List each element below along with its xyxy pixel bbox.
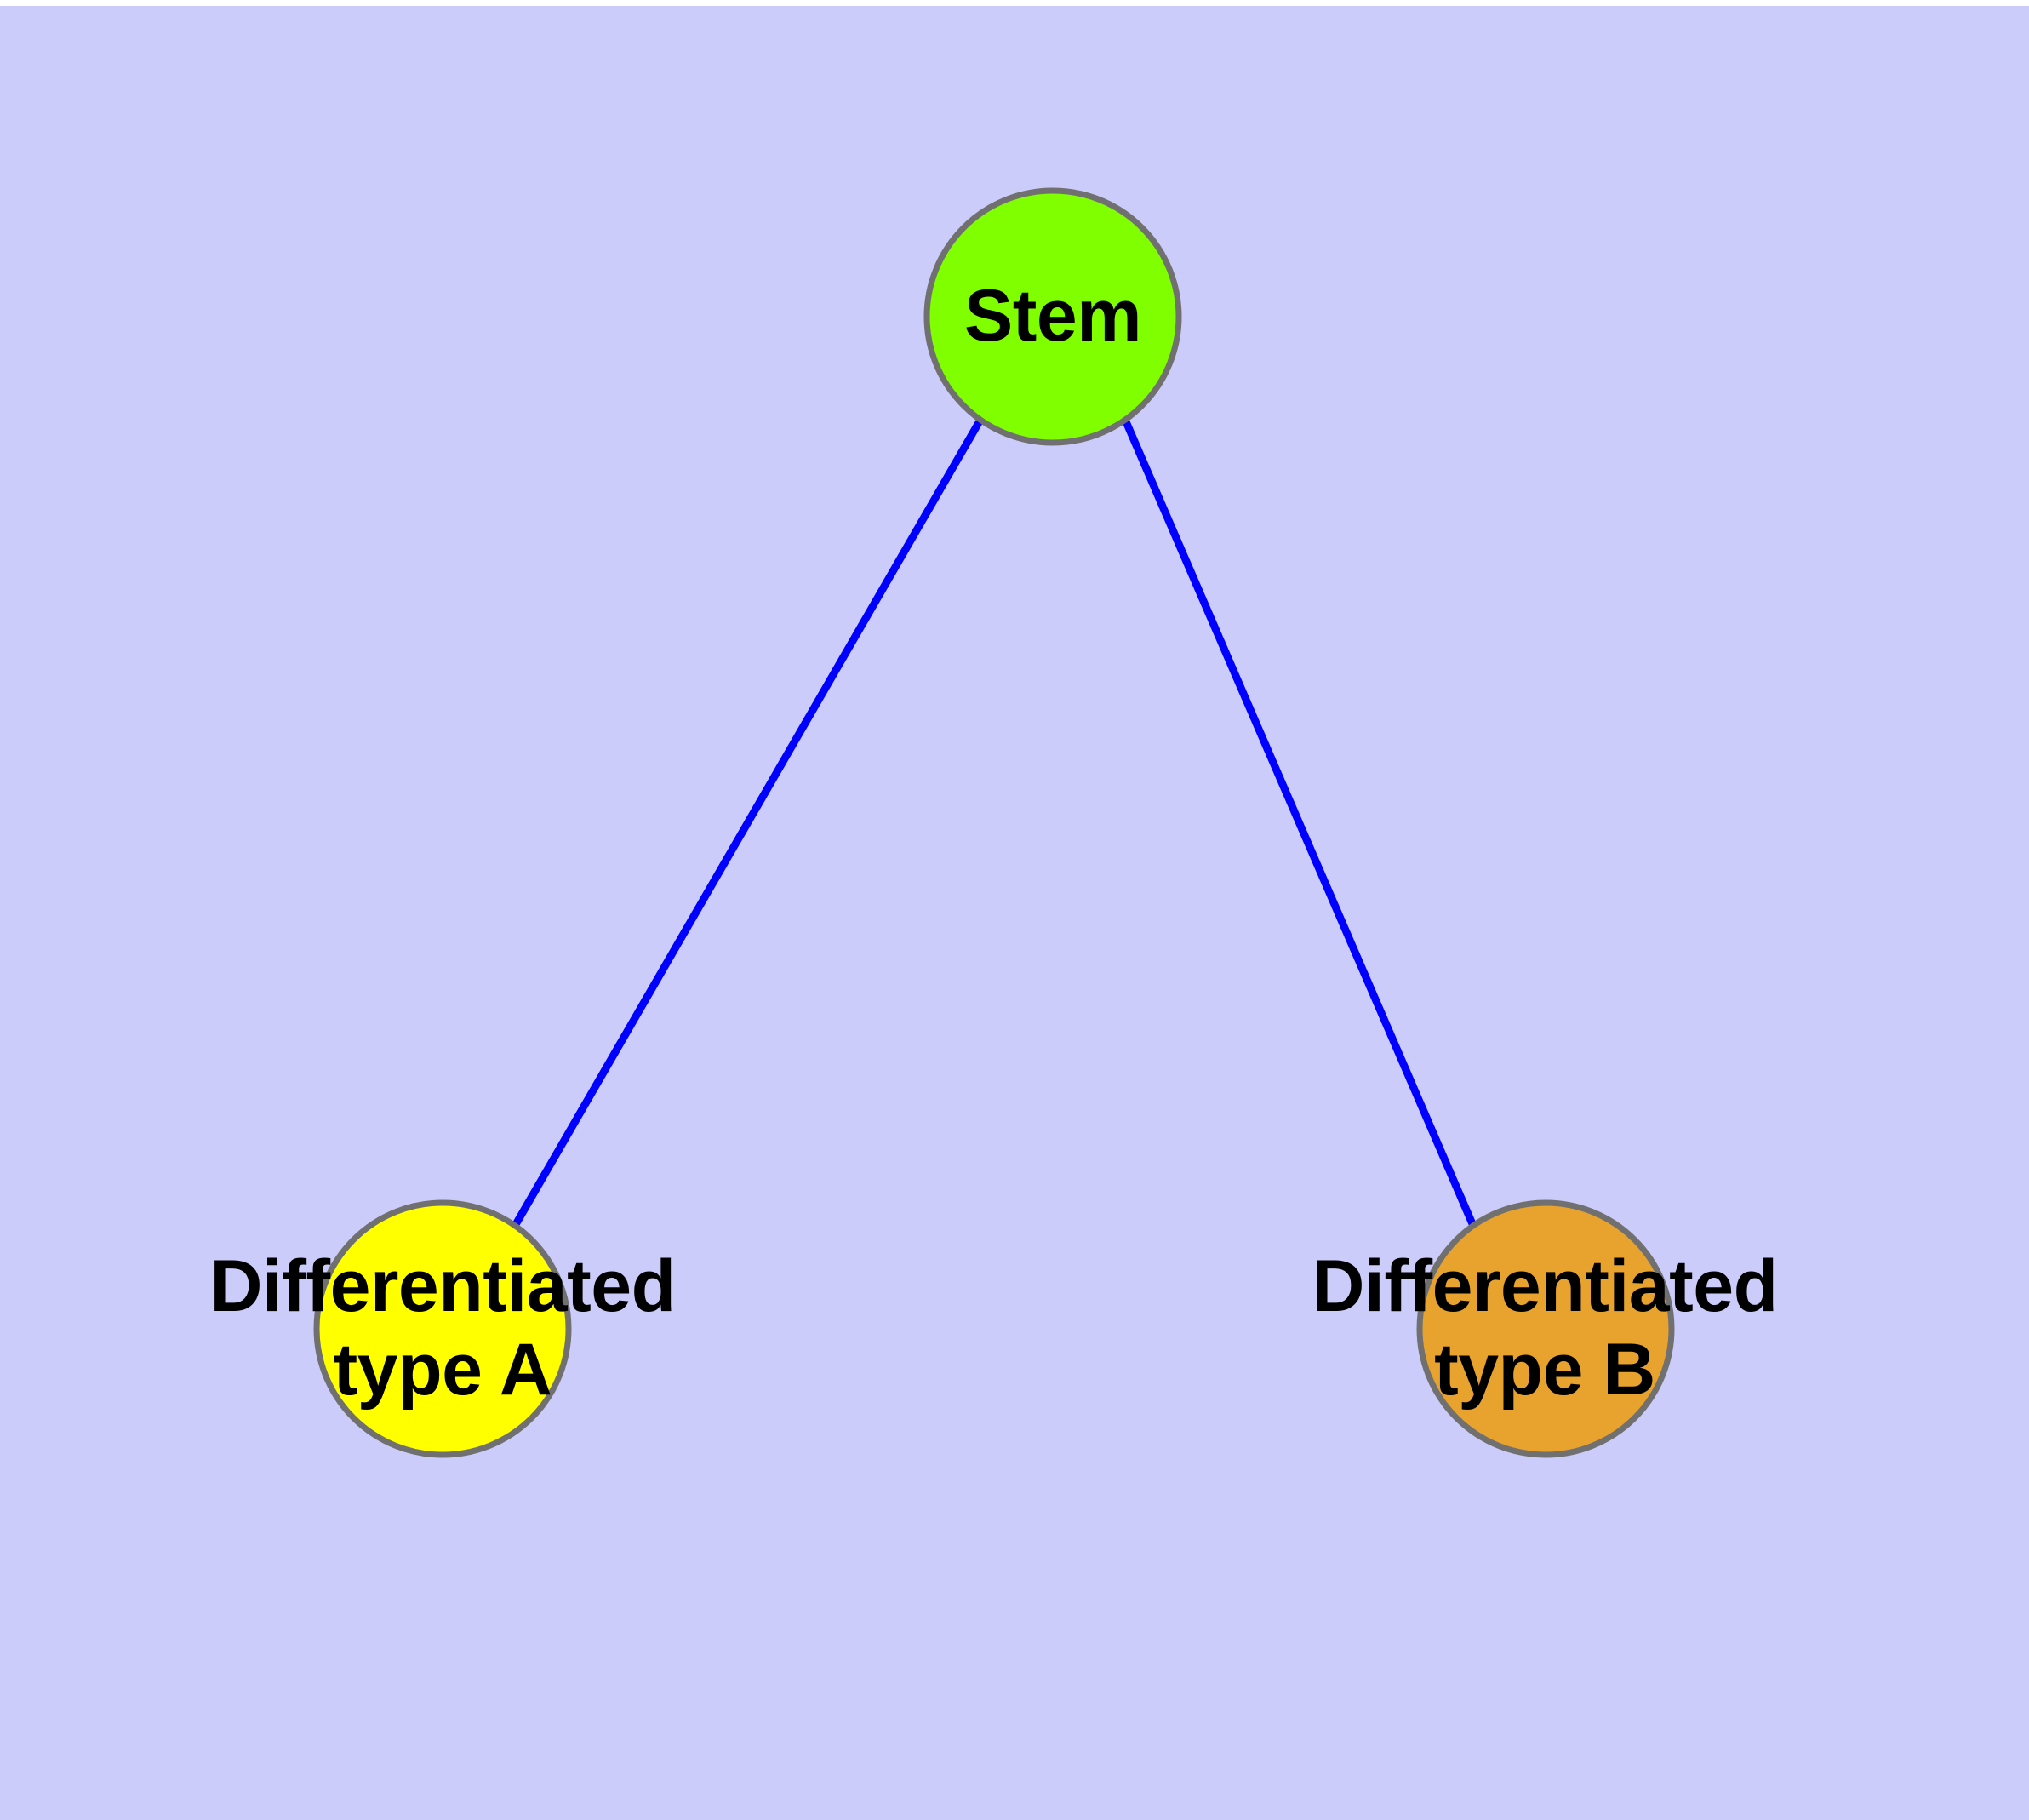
edge-layer [512,417,1477,1228]
edge-stem-to-differentiated-type-a[interactable] [512,417,984,1228]
node-stem-circle[interactable] [923,187,1182,446]
node-diff-b-circle[interactable] [1416,1199,1675,1458]
node-layer [313,187,1675,1458]
node-diff-a-circle[interactable] [313,1199,572,1458]
edge-stem-to-differentiated-type-b[interactable] [1121,418,1477,1228]
